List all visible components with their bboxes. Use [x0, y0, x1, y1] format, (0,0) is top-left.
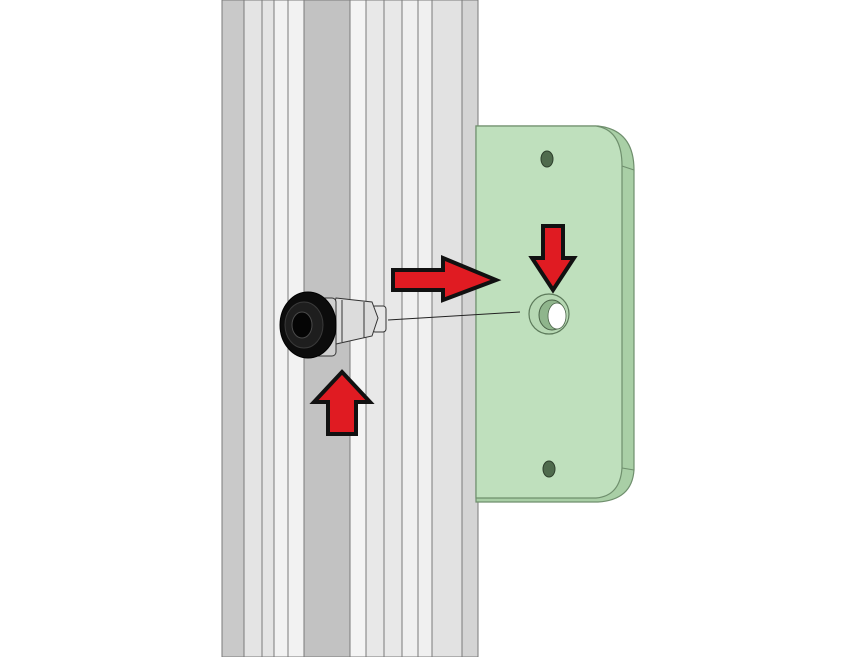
mounting-plate: [475, 125, 635, 503]
arrow-right: [391, 255, 502, 303]
push-fitting: [279, 291, 387, 359]
alignment-line: [387, 311, 521, 321]
extrusion-left-edge: [221, 0, 245, 657]
arrow-down: [528, 224, 578, 294]
mounting-hole-bottom: [542, 460, 556, 478]
extrusion-face-1: [243, 0, 275, 657]
extrusion-face-6: [431, 0, 463, 657]
center-hole: [528, 293, 570, 335]
plate-bevel-line: [621, 165, 635, 171]
center-hole-through: [547, 302, 567, 330]
instruction-arrows: [309, 224, 578, 436]
plate-bevel-line: [621, 467, 635, 471]
mounting-hole-top: [540, 150, 554, 168]
arrow-up: [309, 369, 375, 436]
fitting-bore: [291, 311, 313, 339]
extrusion-face-5: [401, 0, 433, 657]
